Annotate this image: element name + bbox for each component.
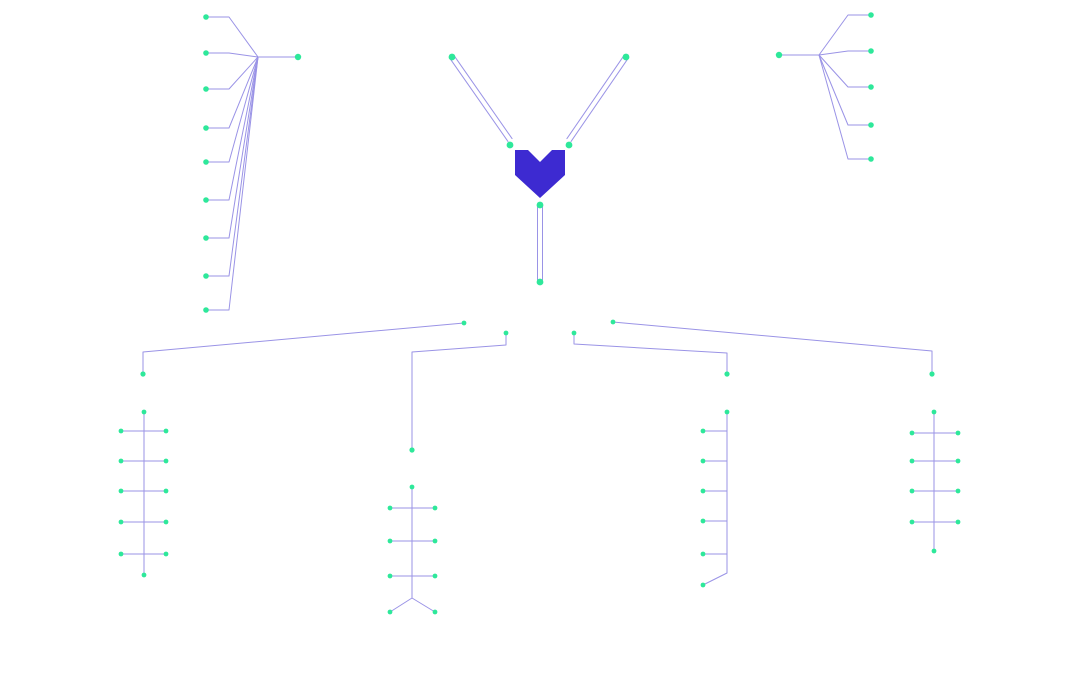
tree-node [432, 505, 438, 511]
hub-node [536, 201, 544, 209]
branch-connector [612, 321, 933, 374]
tree-node [387, 573, 393, 579]
tree-node [700, 488, 706, 494]
fan-root-node [775, 51, 783, 59]
tree-node [931, 548, 937, 554]
fan-leaf-node [203, 14, 209, 20]
tree-node [700, 582, 706, 588]
fan-leaf-node [868, 84, 874, 90]
fan-connector [206, 56, 259, 129]
fan-leaf-node [868, 48, 874, 54]
fan-connector [206, 52, 259, 58]
tree-node [931, 409, 937, 415]
fan-connector [206, 56, 259, 90]
tree-node [700, 458, 706, 464]
tree-node [118, 519, 124, 525]
tree-node [163, 428, 169, 434]
tree-node [724, 409, 730, 415]
hub-node [565, 141, 573, 149]
hub-node [448, 53, 456, 61]
branch-node [409, 447, 415, 453]
hub-connector [570, 57, 629, 142]
branch-connector [142, 322, 465, 374]
fan-connector [818, 54, 871, 160]
tree-node [909, 488, 915, 494]
branch-node [461, 320, 467, 326]
branch-node [929, 371, 935, 377]
tree-node [141, 409, 147, 415]
fan-leaf-node [203, 273, 209, 279]
heart-icon [515, 150, 565, 198]
tree-node [955, 519, 961, 525]
tree-node [163, 551, 169, 557]
connector-layer [120, 14, 959, 613]
fan-connector [206, 56, 259, 311]
tree-node [163, 519, 169, 525]
branch-node [610, 319, 616, 325]
branch-node [724, 371, 730, 377]
fan-leaf-node [868, 156, 874, 162]
hub-connector [566, 55, 625, 140]
tree-node [432, 538, 438, 544]
tree-node [163, 458, 169, 464]
branch-node [140, 371, 146, 377]
tree-node [432, 609, 438, 615]
tree-node [955, 430, 961, 436]
fan-leaf-node [868, 12, 874, 18]
hub-layer [515, 150, 565, 198]
tree-node [409, 484, 415, 490]
hub-connector [449, 57, 509, 142]
fan-leaf-node [203, 235, 209, 241]
hub-node [536, 278, 544, 286]
branch-node [571, 330, 577, 336]
branch-connector [411, 333, 507, 450]
fan-leaf-node [203, 50, 209, 56]
tree-node [118, 488, 124, 494]
hub-node [622, 53, 630, 61]
fan-connector [206, 16, 259, 58]
tree-node [909, 458, 915, 464]
tree-node [955, 458, 961, 464]
tree-node [909, 430, 915, 436]
fan-connector [206, 56, 259, 163]
tree-node [387, 538, 393, 544]
tree-node [118, 428, 124, 434]
fan-leaf-node [203, 86, 209, 92]
fan-leaf-node [203, 125, 209, 131]
hub-node [506, 141, 514, 149]
branch-connector [573, 333, 728, 374]
tree-node [909, 519, 915, 525]
tree-node [955, 488, 961, 494]
tree-node [163, 488, 169, 494]
tree-node [141, 572, 147, 578]
tree-node [432, 573, 438, 579]
fan-leaf-node [203, 197, 209, 203]
tree-branch [389, 597, 436, 613]
fan-connector [206, 56, 259, 277]
tree-node [118, 458, 124, 464]
fan-leaf-node [868, 122, 874, 128]
tree-node [700, 518, 706, 524]
fan-connector [818, 54, 871, 126]
tree-node [387, 505, 393, 511]
fan-root-node [294, 53, 302, 61]
fan-connector [818, 14, 871, 56]
fan-connector [818, 54, 871, 88]
tree-node [700, 551, 706, 557]
fan-leaf-node [203, 159, 209, 165]
tree-node [118, 551, 124, 557]
tree-branch [702, 572, 728, 586]
fan-connector [206, 56, 259, 239]
tree-node [387, 609, 393, 615]
fan-connector [206, 56, 259, 201]
fan-connector [818, 50, 871, 56]
branch-node [503, 330, 509, 336]
tree-node [700, 428, 706, 434]
hub-connector [453, 55, 513, 140]
node-layer [118, 12, 961, 615]
fan-leaf-node [203, 307, 209, 313]
